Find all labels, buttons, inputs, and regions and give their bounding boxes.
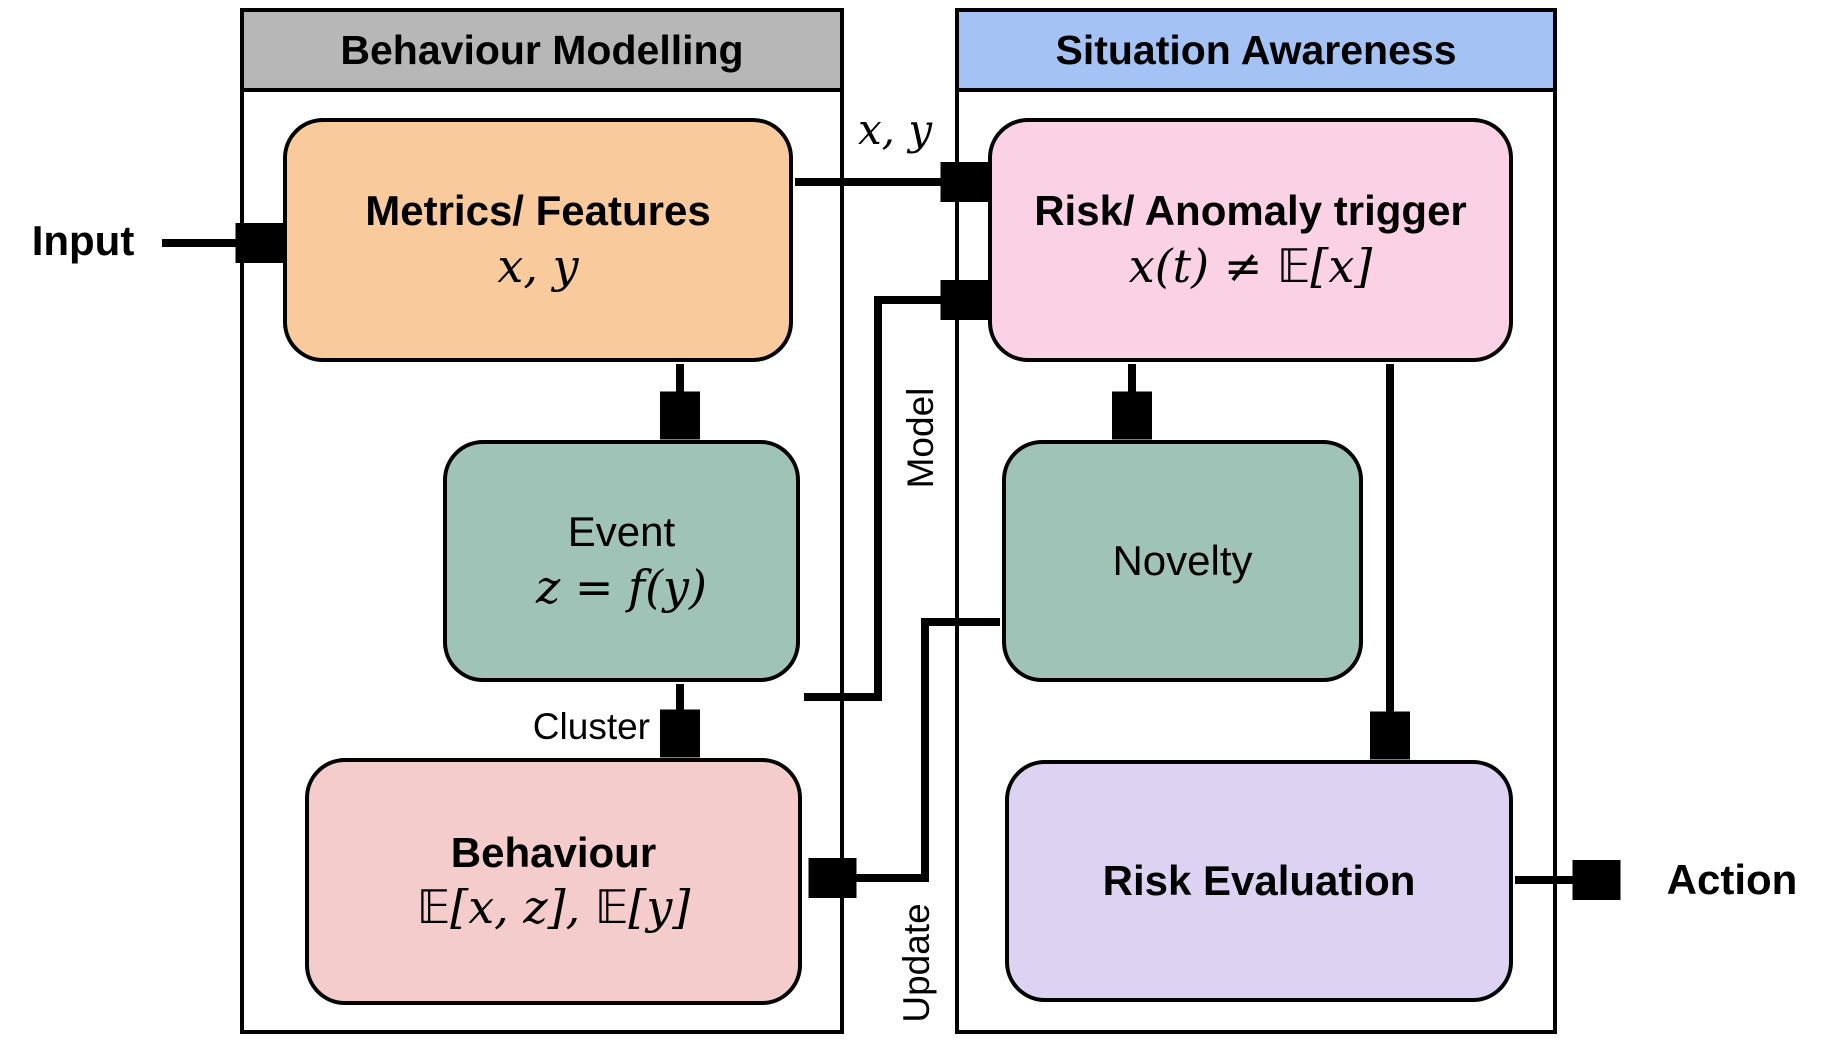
model-edge-label: Model [900, 387, 941, 489]
action-label: Action [1666, 856, 1798, 903]
behaviour-title: Behaviour [450, 828, 657, 876]
behaviour-formula: 𝔼[x, z], 𝔼[y] [416, 880, 691, 935]
update-edge-label: Update [896, 903, 937, 1023]
event-title: Event [567, 508, 676, 556]
metrics-features-formula: x, y [497, 238, 579, 293]
cluster-edge-label: Cluster [532, 706, 650, 747]
novelty-title: Novelty [1112, 536, 1253, 584]
novelty-node: Novelty [1002, 440, 1363, 682]
metrics-features-title: Metrics/ Features [365, 187, 711, 235]
behaviour-node: Behaviour 𝔼[x, z], 𝔼[y] [305, 758, 802, 1005]
risk-evaluation-title: Risk Evaluation [1102, 856, 1416, 904]
risk-anomaly-trigger-formula: x(t) ≠ 𝔼[x] [1128, 238, 1373, 293]
event-formula: z = f(y) [536, 559, 707, 614]
behaviour-modelling-header: Behaviour Modelling [240, 8, 844, 92]
metrics-features-node: Metrics/ Features x, y [283, 118, 793, 362]
situation-awareness-header: Situation Awareness [955, 8, 1557, 92]
input-label: Input [31, 217, 135, 264]
xy-edge-label: x, y [857, 104, 933, 154]
risk-anomaly-trigger-node: Risk/ Anomaly trigger x(t) ≠ 𝔼[x] [988, 118, 1513, 362]
risk-evaluation-node: Risk Evaluation [1005, 760, 1513, 1002]
event-node: Event z = f(y) [443, 440, 800, 682]
risk-anomaly-trigger-title: Risk/ Anomaly trigger [1034, 187, 1467, 235]
